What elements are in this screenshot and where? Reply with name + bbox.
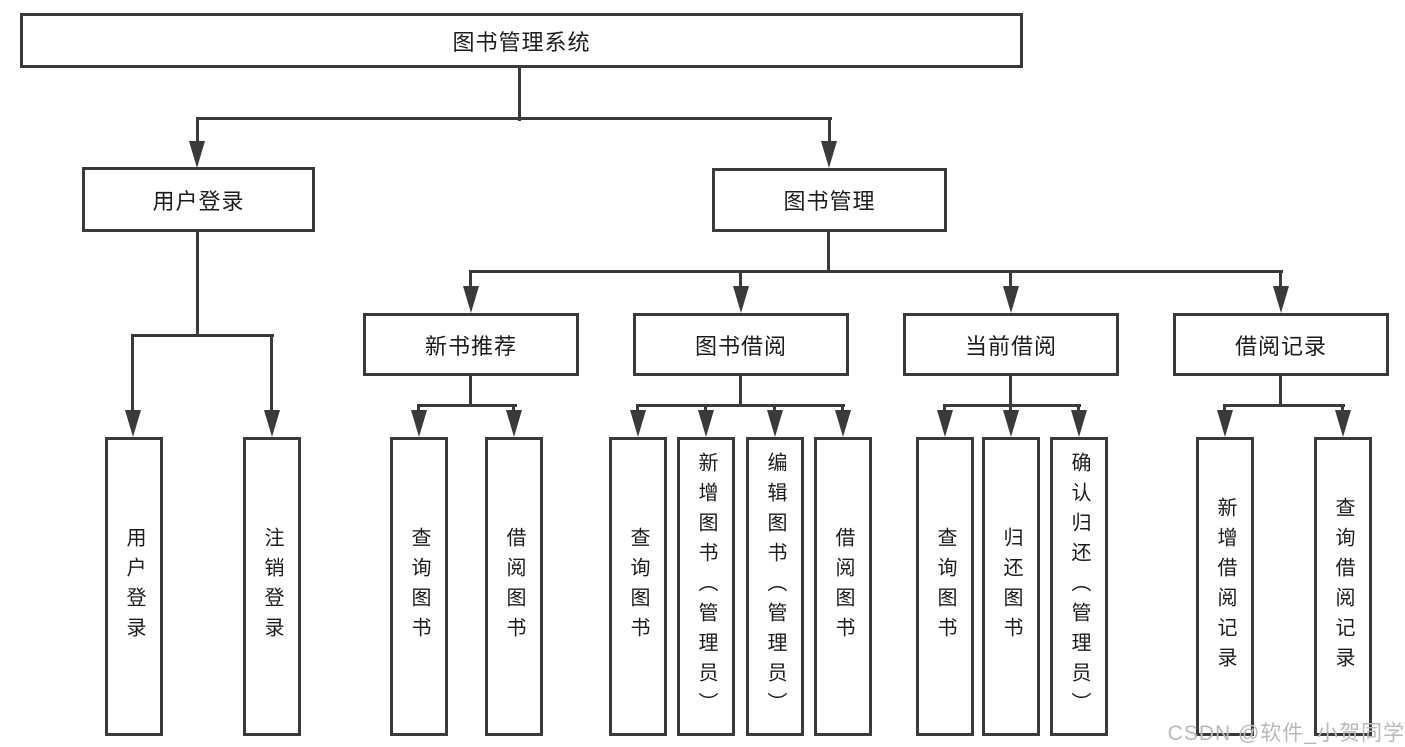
leaf-add-book-admin: 新增图书（管理员） (677, 437, 735, 736)
connector-drop-borrow-records (1279, 270, 1282, 288)
leaf-borrow-book: 借阅图书 (814, 437, 872, 736)
node-book-borrow-label: 图书借阅 (694, 333, 787, 359)
leaf-recommend-borrow-book: 借阅图书 (485, 437, 543, 736)
leaf-borrow-query-book: 查询图书 (609, 437, 667, 736)
leaf-return-book: 归还图书 (982, 437, 1040, 736)
leaf-current-query-book-label: 查询图书 (934, 526, 956, 647)
connector-drop (1223, 404, 1226, 412)
connector-drop-new-book (469, 270, 472, 288)
arrowhead (698, 410, 714, 437)
connector-drop (417, 404, 420, 412)
arrowhead-login (125, 410, 141, 437)
leaf-query-borrow-record-label: 查询借阅记录 (1332, 496, 1354, 677)
node-borrow-records: 借阅记录 (1173, 313, 1389, 376)
arrowhead (1071, 410, 1087, 437)
arrowhead (767, 410, 783, 437)
node-user-login: 用户登录 (82, 167, 315, 232)
connector-new-book-branch (417, 404, 517, 407)
arrowhead (1217, 410, 1233, 437)
connector-drop (636, 404, 639, 412)
arrowhead (506, 410, 522, 437)
leaf-add-borrow-record: 新增借阅记录 (1196, 437, 1254, 736)
leaf-query-borrow-record: 查询借阅记录 (1314, 437, 1372, 736)
node-current-borrow-label: 当前借阅 (964, 333, 1057, 359)
leaf-confirm-return-admin-label: 确认归还（管理员） (1068, 451, 1090, 722)
leaf-return-book-label: 归还图书 (1000, 526, 1022, 647)
connector-root-trunk (518, 68, 521, 121)
connector-drop-book-borrow (739, 270, 742, 288)
leaf-logout: 注销登录 (243, 437, 301, 736)
connector-book-management-stub (827, 232, 830, 273)
leaf-recommend-query-book-label: 查询图书 (408, 526, 430, 647)
leaf-user-login-label: 用户登录 (123, 526, 145, 647)
arrowhead (1335, 410, 1351, 437)
connector-user-login-branch (131, 334, 274, 337)
leaf-add-book-admin-label: 新增图书（管理员） (695, 451, 717, 722)
node-user-login-label: 用户登录 (152, 188, 245, 214)
connector-drop (773, 404, 776, 412)
connector-drop-user-login (196, 117, 199, 143)
leaf-edit-book-admin-label: 编辑图书（管理员） (764, 451, 786, 722)
leaf-borrow-book-label: 借阅图书 (832, 526, 854, 647)
arrowhead-book-borrow (733, 286, 749, 313)
connector-drop (1077, 404, 1080, 412)
arrowhead-logout (264, 410, 280, 437)
leaf-logout-label: 注销登录 (261, 526, 283, 647)
arrowhead-user-login (189, 141, 205, 168)
leaf-current-query-book: 查询图书 (916, 437, 974, 736)
connector-drop-book-management (828, 117, 831, 143)
node-root: 图书管理系统 (20, 13, 1023, 68)
arrowhead (835, 410, 851, 437)
arrowhead (1003, 410, 1019, 437)
node-book-management: 图书管理 (712, 168, 947, 232)
connector-drop (704, 404, 707, 412)
connector-drop (841, 404, 844, 412)
connector-borrow-records-stub (1279, 376, 1282, 407)
csdn-watermark: CSDN @软件_小贺同学 (1167, 722, 1405, 745)
connector-book-borrow-stub (739, 376, 742, 407)
leaf-edit-book-admin: 编辑图书（管理员） (746, 437, 804, 736)
node-current-borrow: 当前借阅 (903, 313, 1119, 376)
connector-drop (512, 404, 515, 412)
node-new-book-recommend: 新书推荐 (363, 313, 579, 376)
leaf-recommend-query-book: 查询图书 (390, 437, 448, 736)
arrowhead-new-book (463, 286, 479, 313)
connector-drop (1341, 404, 1344, 412)
arrowhead-borrow-records (1273, 286, 1289, 313)
connector-level3-branch (469, 270, 1283, 273)
arrowhead (630, 410, 646, 437)
connector-level2-branch (196, 117, 832, 120)
node-book-borrow: 图书借阅 (633, 313, 849, 376)
arrowhead (937, 410, 953, 437)
arrowhead-current-borrow (1003, 286, 1019, 313)
connector-current-borrow-branch (943, 404, 1081, 407)
connector-new-book-stub (469, 376, 472, 407)
connector-book-borrow-branch (636, 404, 845, 407)
leaf-borrow-query-book-label: 查询图书 (627, 526, 649, 647)
node-new-book-recommend-label: 新书推荐 (424, 333, 517, 359)
leaf-add-borrow-record-label: 新增借阅记录 (1214, 496, 1236, 677)
node-borrow-records-label: 借阅记录 (1234, 333, 1327, 359)
connector-drop (1009, 404, 1012, 412)
connector-drop-login (131, 334, 134, 412)
connector-drop-logout (270, 334, 273, 412)
node-book-management-label: 图书管理 (783, 189, 876, 214)
connector-drop (943, 404, 946, 412)
leaf-user-login: 用户登录 (105, 437, 163, 736)
connector-borrow-records-branch (1223, 404, 1345, 407)
connector-drop-current-borrow (1009, 270, 1012, 288)
arrowhead-book-management (821, 141, 837, 168)
leaf-confirm-return-admin: 确认归还（管理员） (1050, 437, 1108, 736)
arrowhead (411, 410, 427, 437)
node-root-label: 图书管理系统 (452, 29, 591, 55)
connector-user-login-stub (196, 232, 199, 337)
leaf-recommend-borrow-book-label: 借阅图书 (503, 526, 525, 647)
connector-current-borrow-stub (1009, 376, 1012, 407)
